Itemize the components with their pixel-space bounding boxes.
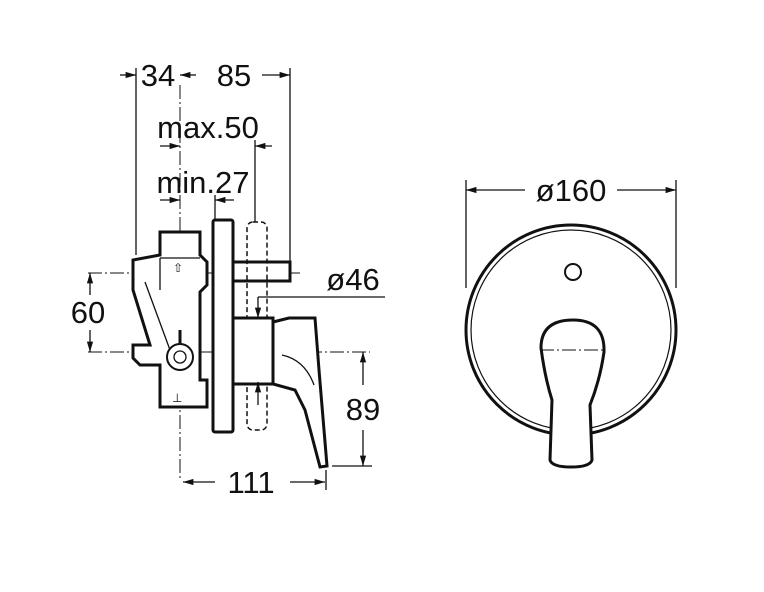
- ground-symbol: ⊥: [172, 391, 182, 405]
- dim-111-label: 111: [227, 465, 274, 500]
- mounting-plate: [211, 218, 235, 434]
- handle-hub: [231, 316, 275, 386]
- valve-body: [131, 230, 209, 409]
- dim-89-label: 89: [346, 392, 380, 427]
- lever-handle: [271, 316, 329, 469]
- dim-34-label: 34: [141, 58, 175, 93]
- outlet-hole: [173, 350, 187, 364]
- lever-handle-front: [539, 318, 606, 469]
- lever-detail: [281, 354, 315, 386]
- dim-d160-label: ø160: [536, 173, 607, 208]
- dim-max50-label: max.50: [157, 110, 259, 145]
- side-view: 34 85 max.50 min.27 ⇧ ⊥ ø46: [71, 58, 385, 500]
- dim-min27-label: min.27: [156, 165, 249, 200]
- dim-85-label: 85: [217, 58, 251, 93]
- dim-60-label: 60: [71, 295, 105, 330]
- hot-cold-symbol: ⇧: [173, 261, 183, 275]
- body-detail: [144, 281, 171, 351]
- front-view: ø160: [464, 173, 678, 469]
- diverter-hole: [564, 263, 582, 281]
- valve-stem: [231, 260, 292, 283]
- dim-d46-label: ø46: [326, 262, 379, 297]
